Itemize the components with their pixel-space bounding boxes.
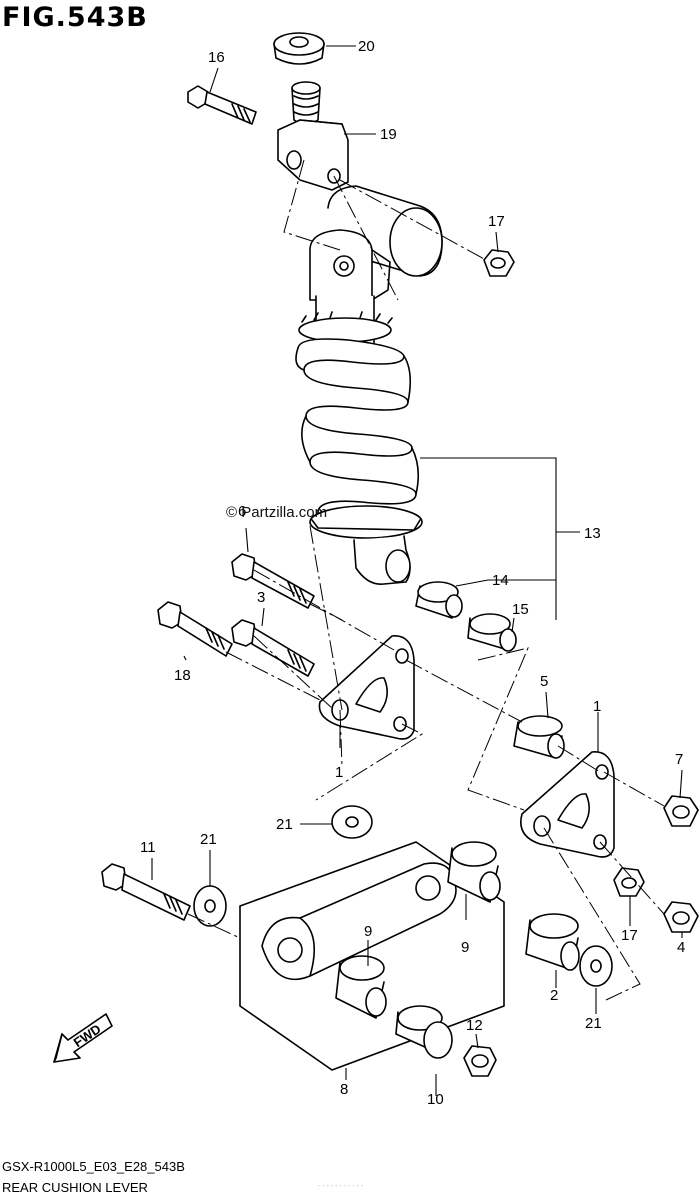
callout-17-upper: 17 [488,213,505,230]
callout-14: 14 [492,572,509,589]
callout-5: 5 [540,673,548,690]
part-15-spacer [467,613,517,652]
leader-lines [151,45,683,1096]
callout-21-right: 21 [585,1015,602,1032]
part-12-nut [463,1045,497,1077]
callout-2: 2 [550,987,558,1004]
part-9-bearing-upper [447,841,501,903]
callout-19: 19 [380,126,397,143]
part-1-bracket-right [520,751,615,858]
figure-code: GSX-R1000L5_E03_E28_543B [2,1159,185,1174]
callout-18: 18 [174,667,191,684]
part-2-spacer [525,913,580,971]
part-21-washer-left [193,885,227,927]
callout-17-lower: 17 [621,927,638,944]
callout-9-upper: 9 [461,939,469,956]
callout-6: 6 [238,503,246,520]
figure-title: FIG.543B [2,2,148,33]
watermark: © Partzilla.com [226,504,328,521]
callout-12: 12 [466,1017,483,1034]
part-7-nut [663,795,699,827]
callout-16: 16 [208,49,225,66]
figure-name: REAR CUSHION LEVER [2,1180,148,1195]
callout-1-right: 1 [593,698,601,715]
callout-15: 15 [512,601,529,618]
part-3-bolt [231,619,315,677]
callout-21-left: 21 [200,831,217,848]
part-9-bearing-lower [335,955,387,1019]
part-18-bolt [157,601,233,657]
fwd-arrow-icon [53,1013,113,1063]
part-4-nut [663,901,699,933]
callout-20: 20 [358,38,375,55]
part-20-bushing [273,32,325,65]
callout-4: 4 [677,939,685,956]
callout-1-left: 1 [335,764,343,781]
part-5-spacer [513,715,565,759]
part-21-washer-upper [331,805,373,839]
callout-10: 10 [427,1091,444,1108]
alignment-lines [187,159,665,1001]
part-14-bearing [415,581,463,619]
callout-13: 13 [584,525,601,542]
callout-9-lower: 9 [364,923,372,940]
part-17-nut-lower [613,867,645,897]
callouts: 16 20 19 17 6 13 3 14 15 18 5 1 1 7 11 2… [71,38,686,1108]
part-11-bolt [101,863,191,921]
callout-21-upper: 21 [276,816,293,833]
part-6-bolt [231,553,315,609]
part-1-bracket-left [318,635,415,740]
part-10-collar [395,1005,453,1059]
part-19-upper-mount [277,81,349,191]
part-16-bolt [187,85,257,125]
faint-text: - - - - - - - - - - - [318,1183,364,1190]
callout-11: 11 [140,839,156,856]
callout-8: 8 [340,1081,348,1098]
part-21-washer-right [579,945,613,987]
part-17-nut-upper [483,249,515,277]
part-8-cushion-lever [239,841,505,1071]
callout-7: 7 [675,751,683,768]
part-13-shock-absorber [295,229,423,585]
callout-3: 3 [257,589,265,606]
